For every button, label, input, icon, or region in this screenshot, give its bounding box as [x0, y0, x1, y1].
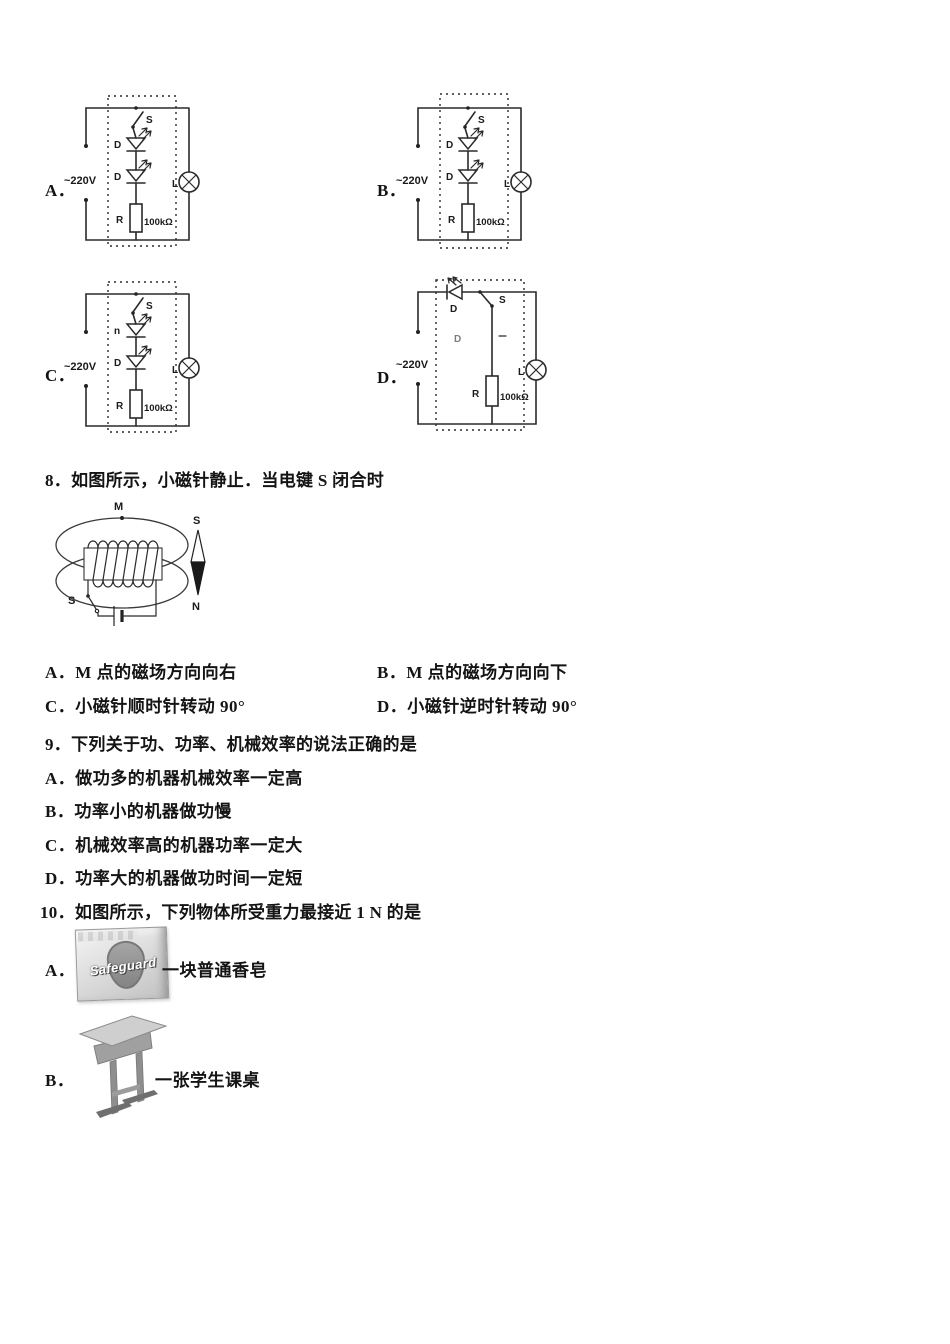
diode-symbol-1: n: [114, 313, 152, 338]
voltage-label: ~220V: [64, 175, 97, 187]
resistor-symbol: R 100kΩ: [448, 203, 505, 233]
lamp-symbol: L: [172, 357, 200, 379]
circuit-diagram-d: ~220V D S D R 100kΩ L: [396, 276, 547, 431]
svg-text:D: D: [114, 172, 121, 183]
voltage-label: ~220V: [396, 175, 429, 187]
q8-option-d: D．小磁针逆时针转动 90°: [377, 697, 578, 716]
switch-symbol: S: [68, 579, 115, 617]
svg-text:L: L: [172, 179, 178, 190]
svg-text:S: S: [499, 295, 506, 306]
q8-option-a: A．M 点的磁场方向向右: [45, 663, 237, 682]
desk-top: [78, 1015, 168, 1047]
switch-symbol: S: [463, 106, 485, 129]
lamp-symbol: L: [172, 171, 200, 193]
voltage-label: ~220V: [396, 359, 429, 371]
desk-foot-left: [96, 1102, 132, 1118]
q8-option-c: C．小磁针顺时针转动 90°: [45, 697, 246, 716]
svg-text:S: S: [146, 301, 153, 312]
circuit-diagram-a: ~220V L S D D R 100kΩ: [64, 95, 200, 247]
faint-d-label: D: [454, 334, 461, 345]
svg-text:L: L: [172, 365, 178, 376]
desk-crossbar: [112, 1084, 140, 1097]
battery-symbol: [113, 579, 157, 626]
point-m-dot: [120, 516, 124, 520]
option-key-7d: D．: [377, 368, 408, 387]
option-key-7c: C．: [45, 366, 76, 385]
svg-text:100kΩ: 100kΩ: [144, 403, 173, 414]
switch-symbol: S: [131, 106, 153, 129]
q9-option-d: D．功率大的机器做功时间一定短: [45, 869, 303, 888]
q8-option-b: B．M 点的磁场方向向下: [377, 663, 568, 682]
switch-symbol: S: [131, 292, 153, 315]
svg-text:S: S: [146, 115, 153, 126]
resistor-symbol: R 100kΩ: [116, 203, 173, 233]
desk-foot-right: [122, 1090, 158, 1105]
diode-symbol-2: D: [446, 159, 484, 184]
svg-text:L: L: [504, 179, 510, 190]
diode-symbol-2: D: [114, 345, 152, 370]
lamp-symbol: L: [504, 171, 532, 193]
svg-text:L: L: [518, 367, 524, 378]
switch-symbol: S: [478, 290, 506, 308]
option-key-10b: B．: [45, 1071, 75, 1090]
svg-text:100kΩ: 100kΩ: [500, 392, 529, 403]
diode-symbol-1: D: [446, 127, 484, 152]
svg-text:R: R: [116, 215, 124, 226]
resistor-symbol: R 100kΩ: [116, 389, 173, 419]
dashed-box: [439, 93, 509, 249]
diode-symbol-2: D: [114, 159, 152, 184]
compass-needle: S N: [190, 515, 206, 613]
q9-option-c: C．机械效率高的机器功率一定大: [45, 836, 303, 855]
svg-text:n: n: [114, 326, 120, 337]
svg-text:D: D: [114, 140, 121, 151]
resistor-symbol: R 100kΩ: [472, 375, 529, 407]
option-key-10a: A．: [45, 961, 76, 980]
dashed-box: [107, 281, 177, 433]
q9-option-a: A．做功多的机器机械效率一定高: [45, 769, 303, 788]
svg-text:R: R: [472, 389, 480, 400]
svg-text:S: S: [478, 115, 485, 126]
svg-text:D: D: [446, 172, 453, 183]
svg-text:100kΩ: 100kΩ: [476, 217, 505, 228]
svg-text:D: D: [114, 358, 121, 369]
soap-photo: Safeguard: [74, 926, 170, 1002]
svg-text:R: R: [448, 215, 456, 226]
q10-option-b-caption: 一张学生课桌: [155, 1071, 260, 1090]
dashed-box: [107, 95, 177, 247]
svg-text:100kΩ: 100kΩ: [144, 217, 173, 228]
solenoid-coil: [83, 540, 163, 588]
lamp-symbol: L: [518, 359, 547, 381]
svg-text:R: R: [116, 401, 124, 412]
svg-text:S: S: [193, 515, 200, 527]
circuit-diagram-c: ~220V L S n D R 100kΩ: [64, 281, 200, 433]
diode-symbol-1: D: [114, 127, 152, 152]
question-9-stem: 9．下列关于功、功率、机械效率的说法正确的是: [45, 735, 418, 754]
solenoid-compass-figure: M S S N: [55, 501, 206, 626]
svg-text:D: D: [450, 304, 457, 315]
question-8-stem: 8．如图所示，小磁针静止．当电键 S 闭合时: [45, 471, 385, 490]
voltage-label: ~220V: [64, 361, 97, 373]
option-key-7b: B．: [377, 181, 407, 200]
question-10-stem: 10．如图所示，下列物体所受重力最接近 1 N 的是: [40, 903, 422, 922]
dashed-box: [435, 279, 525, 431]
point-m-label: M: [114, 501, 123, 513]
desk-photo: [78, 1015, 168, 1118]
circuit-diagram-b: ~220V L S D D R 100kΩ: [396, 93, 532, 249]
soap-small-print: [77, 930, 139, 942]
diode-symbol: D: [446, 276, 463, 315]
svg-text:N: N: [192, 601, 200, 613]
svg-text:S: S: [68, 595, 75, 607]
q9-option-b: B．功率小的机器做功慢: [45, 802, 232, 821]
svg-text:D: D: [446, 140, 453, 151]
desk-leg-left: [109, 1059, 119, 1115]
option-key-7a: A．: [45, 181, 76, 200]
q10-option-a-caption: 一块普通香皂: [162, 961, 267, 980]
